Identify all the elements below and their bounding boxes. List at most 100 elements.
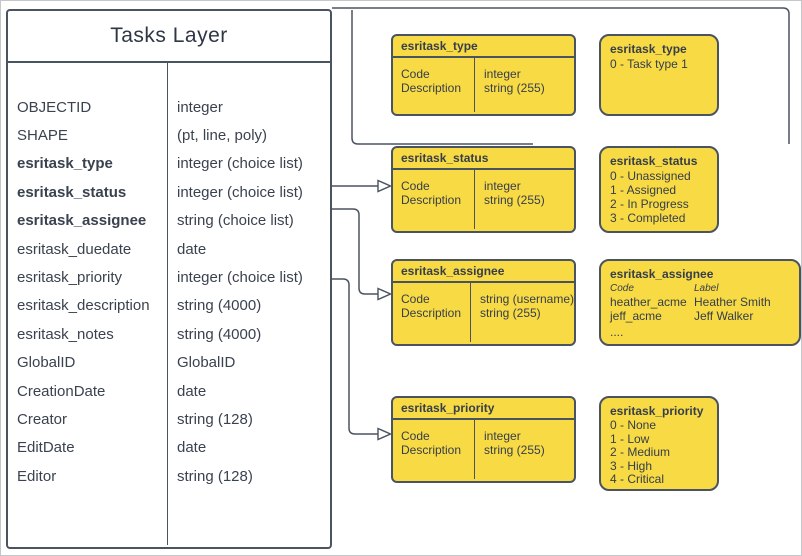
domain-type: string (255) — [484, 81, 545, 95]
value-line: 0 - Unassigned — [610, 169, 691, 183]
domain-field-column: Code Description — [393, 420, 475, 479]
domain-table-esritask-priority: esritask_priority Code Description integ… — [391, 396, 576, 483]
value-entry-code: heather_acme — [610, 295, 687, 309]
value-box-title: esritask_assignee — [610, 267, 714, 281]
field-type: GlobalID — [177, 354, 236, 372]
field-type: string (4000) — [177, 325, 262, 343]
domain-field: Code — [401, 67, 430, 81]
domain-field: Description — [401, 193, 462, 207]
field-type: (pt, line, poly) — [177, 127, 268, 145]
field-name: esritask_description — [17, 297, 150, 315]
field-name: esritask_priority — [17, 269, 123, 287]
domain-type: integer — [484, 429, 521, 443]
value-line: 3 - High — [610, 458, 653, 473]
field-name: Editor — [17, 467, 57, 485]
field-name: CreationDate — [17, 382, 106, 400]
field-type: string (128) — [177, 410, 253, 428]
value-entry-code: jeff_acme — [610, 309, 662, 323]
domain-table-esritask-assignee: esritask_assignee Code Description strin… — [391, 259, 576, 346]
field-name: esritask_notes — [17, 325, 114, 343]
value-entry-row: jeff_acme Jeff Walker — [610, 309, 791, 323]
value-column-header-label: Label — [694, 283, 719, 294]
field-type: string (128) — [177, 467, 253, 485]
connector-assignee — [332, 208, 378, 295]
field-type: string (4000) — [177, 297, 262, 315]
arrowhead-status-icon — [377, 179, 393, 193]
domain-table-esritask-type: esritask_type Code Description integer s… — [391, 34, 576, 116]
field-name: SHAPE — [17, 127, 68, 145]
domain-table-body: Code Description integer string (255) — [393, 58, 574, 112]
field-name: OBJECTID — [17, 98, 92, 116]
domain-table-body: Code Description string (username) strin… — [393, 283, 574, 342]
value-ellipsis: .... — [610, 325, 624, 339]
domain-field: Description — [401, 81, 462, 95]
value-entry-label: Jeff Walker — [694, 309, 754, 323]
field-type: integer — [177, 98, 223, 116]
field-name: Creator — [17, 410, 68, 428]
domain-type-column: integer string (255) — [475, 420, 574, 479]
domain-table-title: esritask_type — [393, 36, 574, 58]
field-type: integer (choice list) — [177, 269, 303, 287]
domain-table-title: esritask_status — [393, 148, 574, 170]
domain-field-column: Code Description — [393, 170, 475, 229]
value-entry-row: heather_acme Heather Smith — [610, 295, 791, 309]
value-box-esritask-type: esritask_type 0 - Task type 1 — [599, 34, 719, 116]
value-column-headers: Code Label — [610, 282, 791, 295]
value-box-esritask-priority: esritask_priority 0 - None 1 - Low 2 - M… — [599, 396, 719, 491]
domain-field-column: Code Description — [393, 58, 475, 112]
domain-type: string (255) — [479, 306, 541, 320]
value-line: 1 - Low — [610, 431, 650, 446]
value-box-esritask-assignee: esritask_assignee Code Label heather_acm… — [599, 259, 801, 346]
field-type: date — [177, 382, 207, 400]
field-name: esritask_type — [17, 155, 113, 173]
domain-field-column: Code Description — [393, 283, 471, 342]
value-entry-label: Heather Smith — [694, 295, 771, 309]
entity-title: Tasks Layer — [8, 11, 330, 63]
field-name: GlobalID — [17, 354, 76, 372]
value-box-esritask-status: esritask_status 0 - Unassigned 1 - Assig… — [599, 146, 719, 233]
arrowhead-priority-icon — [377, 427, 393, 441]
domain-field: Description — [401, 443, 462, 457]
value-line: 4 - Critical — [610, 472, 665, 487]
domain-type: string (255) — [484, 193, 545, 207]
value-line: 1 - Assigned — [610, 183, 677, 197]
value-line: 0 - Task type 1 — [610, 57, 688, 71]
field-name: esritask_duedate — [17, 240, 132, 258]
domain-type: string (255) — [484, 443, 545, 457]
value-box-title: esritask_type — [610, 42, 687, 56]
arrowhead-assignee-icon — [377, 287, 393, 301]
value-line: 2 - Medium — [610, 445, 671, 460]
domain-field: Code — [401, 292, 430, 306]
domain-table-esritask-status: esritask_status Code Description integer… — [391, 146, 576, 233]
field-name-column: OBJECTID SHAPE esritask_type esritask_st… — [8, 63, 168, 545]
domain-field: Code — [401, 429, 430, 443]
entity-field-table: OBJECTID SHAPE esritask_type esritask_st… — [8, 63, 330, 545]
value-column-header-code: Code — [610, 283, 634, 294]
value-line: 3 - Completed — [610, 211, 686, 225]
domain-table-body: Code Description integer string (255) — [393, 170, 574, 229]
field-type: date — [177, 439, 207, 457]
value-line: 2 - In Progress — [610, 197, 689, 211]
domain-field: Code — [401, 179, 430, 193]
domain-field: Description — [401, 306, 462, 320]
field-type: string (choice list) — [177, 212, 294, 230]
field-name: esritask_status — [17, 183, 127, 201]
entity-tasks-layer: Tasks Layer OBJECTID SHAPE esritask_type… — [6, 9, 332, 549]
domain-table-title: esritask_assignee — [393, 261, 574, 283]
connector-priority — [332, 278, 378, 435]
domain-type: integer — [484, 67, 521, 81]
field-name: EditDate — [17, 439, 75, 457]
field-type: date — [177, 240, 207, 258]
value-line: 0 - None — [610, 418, 657, 432]
domain-table-title: esritask_priority — [393, 398, 574, 420]
domain-table-body: Code Description integer string (255) — [393, 420, 574, 479]
domain-type-column: integer string (255) — [475, 58, 574, 112]
field-type-column: integer (pt, line, poly) integer (choice… — [168, 63, 330, 545]
field-type: integer (choice list) — [177, 155, 303, 173]
domain-type: string (username) — [479, 292, 574, 306]
value-box-title: esritask_status — [610, 154, 698, 168]
domain-type: integer — [484, 179, 521, 193]
domain-type-column: integer string (255) — [475, 170, 574, 229]
value-box-title: esritask_priority — [610, 404, 704, 418]
